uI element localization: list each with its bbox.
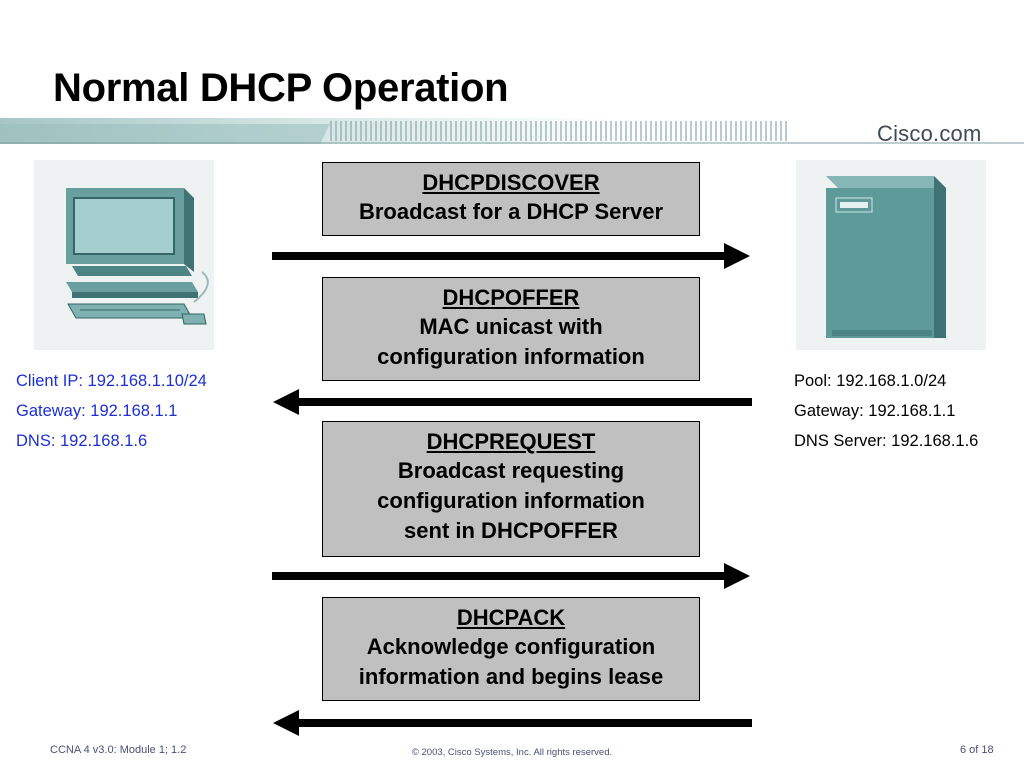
server-dns-text: DNS Server: 192.168.1.6: [794, 432, 979, 450]
client-dns-text: DNS: 192.168.1.6: [16, 432, 148, 450]
header-band: [0, 118, 1024, 144]
dhcp-server-icon: [796, 160, 986, 350]
client-ip-text: Client IP: 192.168.1.10/24: [16, 372, 207, 390]
dhcprequest-arrow-right: [272, 563, 750, 589]
slide-title: Normal DHCP Operation: [53, 66, 509, 110]
dhcprequest-description-line: Broadcast requesting: [397, 458, 625, 483]
dhcpdiscover-label: DHCPDISCOVER: [422, 170, 600, 195]
server-gateway-text: Gateway: 192.168.1.1: [794, 402, 956, 420]
client-pc-icon: [34, 160, 214, 350]
dhcpack-description-line: Acknowledge configuration: [366, 634, 656, 659]
dhcpdiscover-description: Broadcast for a DHCP Server: [358, 199, 664, 224]
server-pool-text: Pool: 192.168.1.0/24: [794, 372, 947, 390]
dhcpoffer-box: DHCPOFFER MAC unicast with configuration…: [322, 277, 700, 381]
dhcpdiscover-box: DHCPDISCOVER Broadcast for a DHCP Server: [322, 162, 700, 236]
footer-course-label: CCNA 4 v3.0: Module 1; 1.2: [50, 744, 187, 756]
client-config-list: Client IP: 192.168.1.10/24 Gateway: 192.…: [16, 366, 207, 456]
dhcpoffer-description-line: configuration information: [377, 344, 645, 369]
dhcprequest-description-line: configuration information: [377, 488, 645, 513]
server-config-list: Pool: 192.168.1.0/24 Gateway: 192.168.1.…: [794, 366, 978, 456]
dhcpoffer-label: DHCPOFFER: [442, 285, 580, 310]
footer-copyright: © 2003, Cisco Systems, Inc. All rights r…: [411, 747, 613, 758]
cisco-brand-logo: Cisco.com: [877, 121, 982, 146]
dhcpdiscover-arrow-right: [272, 243, 750, 269]
dhcprequest-box: DHCPREQUEST Broadcast requesting configu…: [322, 421, 700, 557]
dhcprequest-label: DHCPREQUEST: [426, 429, 596, 454]
dhcprequest-description-line: sent in DHCPOFFER: [404, 518, 618, 543]
dhcpack-label: DHCPACK: [456, 605, 566, 630]
dhcpack-box: DHCPACK Acknowledge configuration inform…: [322, 597, 700, 701]
dhcpack-description-line: information and begins lease: [358, 664, 664, 689]
dhcpoffer-description-line: MAC unicast with: [419, 314, 603, 339]
dhcpack-arrow-left: [273, 710, 752, 736]
dhcpoffer-arrow-left: [273, 389, 752, 415]
client-gateway-text: Gateway: 192.168.1.1: [16, 402, 178, 420]
footer-page-number: 6 of 18: [960, 744, 994, 756]
